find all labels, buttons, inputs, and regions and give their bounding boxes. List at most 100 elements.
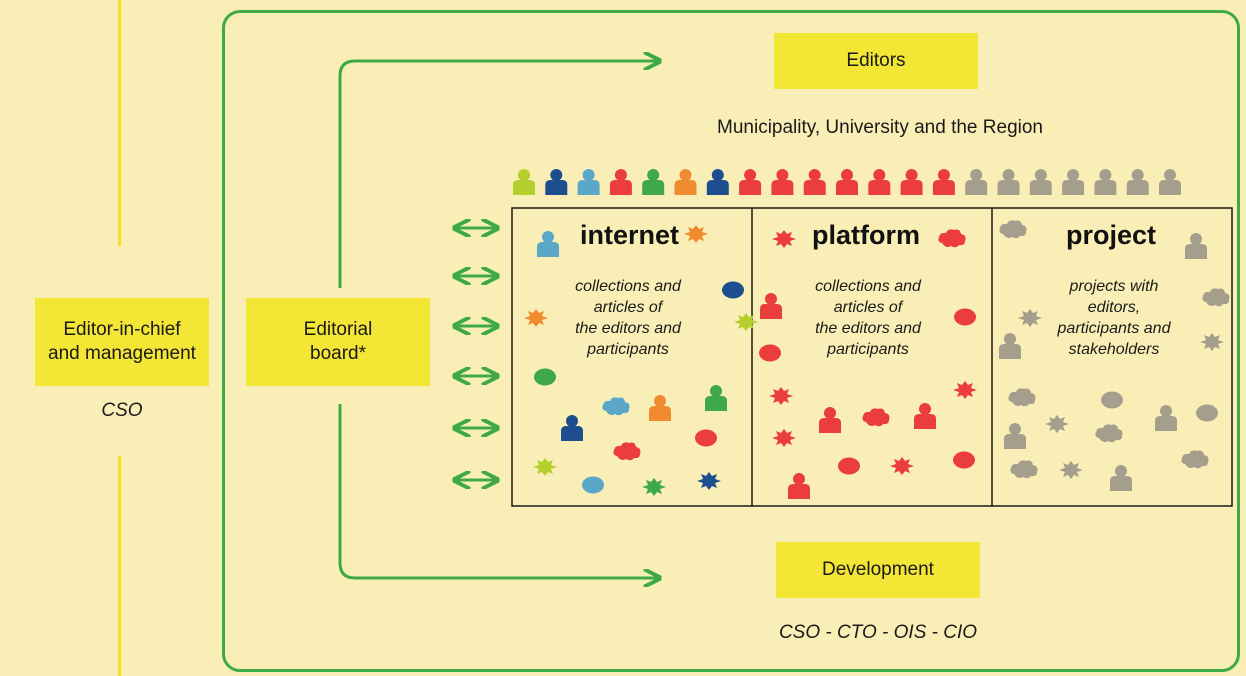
panel-title-project: project (1066, 220, 1157, 250)
editorial-board-label-line1: Editorial (303, 319, 373, 340)
hierarchy-line-top (118, 0, 121, 246)
starburst-icon (1059, 461, 1083, 479)
person-icon (1159, 169, 1181, 195)
person-icon (649, 395, 671, 421)
person-icon (577, 169, 600, 195)
starburst-icon (734, 313, 758, 331)
panel-desc-internet: collections and articles of the editors … (528, 276, 728, 360)
panel-desc-line: the editors and (575, 320, 681, 337)
starburst-icon (772, 230, 796, 248)
editors-subtitle: Municipality, University and the Region (717, 117, 1043, 138)
editor-in-chief-box: Editor-in-chief and management (35, 298, 209, 386)
person-icon (868, 169, 891, 195)
editor-in-chief-label-line1: Editor-in-chief (63, 319, 181, 340)
person-icon (1126, 169, 1149, 195)
panel-title-platform: platform (812, 220, 920, 250)
cloud-icon (1181, 450, 1209, 469)
person-icon (900, 169, 923, 195)
editorial-board-box: Editorial board* (246, 298, 430, 386)
person-icon (561, 415, 583, 441)
ellipse-icon (695, 429, 717, 447)
editor-in-chief-sub-label: CSO (101, 400, 143, 421)
ellipse-icon (534, 368, 556, 386)
cloud-icon (1008, 388, 1036, 407)
panel-desc-line: articles of (593, 299, 663, 316)
panel-icons (524, 220, 1230, 499)
person-icon (705, 385, 727, 411)
person-icon (803, 169, 826, 195)
organization-frame (222, 10, 1240, 672)
ellipse-icon (582, 476, 604, 494)
cloud-icon (602, 397, 630, 416)
starburst-icon (1045, 415, 1069, 433)
editors-box: Editors (774, 33, 978, 89)
editorial-board-label-line2: board* (310, 343, 366, 364)
editors-label: Editors (846, 50, 906, 71)
person-icon (788, 473, 810, 499)
board-to-development-arrow (338, 404, 658, 578)
development-box: Development (776, 542, 980, 598)
cloud-icon (613, 442, 641, 461)
person-icon (1029, 169, 1052, 195)
person-icon (706, 169, 729, 195)
panel-desc-line: participants and (1057, 320, 1171, 337)
starburst-icon (697, 472, 721, 490)
panel-desc-line: stakeholders (1068, 341, 1160, 358)
development-label: Development (822, 559, 934, 580)
panel-title-internet: internet (580, 220, 680, 250)
cloud-icon (1010, 460, 1038, 479)
person-icon (739, 169, 762, 195)
starburst-icon (642, 478, 666, 496)
panel-desc-line: collections and (815, 278, 921, 295)
person-icon (1185, 233, 1207, 259)
person-icon (1155, 405, 1177, 431)
board-to-editors-arrow (338, 61, 658, 288)
person-icon (545, 169, 568, 195)
panel-desc-line: articles of (833, 299, 903, 316)
cloud-icon (1095, 424, 1123, 443)
panel-desc-line: collections and (575, 278, 681, 295)
ellipse-icon (838, 457, 860, 475)
starburst-icon (772, 429, 796, 447)
panel-desc-line: the editors and (815, 320, 921, 337)
ellipse-icon (954, 308, 976, 326)
starburst-icon (953, 381, 977, 399)
panels-border (511, 207, 1233, 507)
person-icon (932, 169, 955, 195)
panel-desc-platform: collections and articles of the editors … (768, 276, 968, 360)
panel-desc-line: editors, (1087, 299, 1141, 316)
person-icon (1062, 169, 1085, 195)
starburst-icon (533, 458, 557, 476)
development-subtitle: CSO - CTO - OIS - CIO (778, 622, 978, 643)
person-icon (642, 169, 665, 195)
hierarchy-line-bottom (118, 456, 121, 676)
cloud-icon (862, 408, 890, 427)
cloud-icon (999, 220, 1027, 239)
panel-desc-project: projects with editors, participants and … (1014, 276, 1214, 360)
starburst-icon (769, 387, 793, 405)
person-icon (1094, 169, 1117, 195)
panel-desc-line: projects with (1069, 278, 1159, 295)
ellipse-icon (1196, 404, 1218, 422)
panel-desc-line: participants (587, 341, 669, 358)
person-icon (914, 403, 936, 429)
person-icon (965, 169, 988, 195)
panel-desc-line: participants (827, 341, 909, 358)
person-icon (771, 169, 794, 195)
people-row (513, 169, 1181, 195)
person-icon (609, 169, 632, 195)
ellipse-icon (759, 344, 781, 362)
person-icon (674, 169, 697, 195)
ellipse-icon (722, 281, 744, 299)
person-icon (819, 407, 841, 433)
starburst-icon (890, 457, 914, 475)
person-icon (537, 231, 559, 257)
person-icon (997, 169, 1020, 195)
editor-in-chief-label-line2: and management (48, 343, 196, 364)
person-icon (513, 169, 535, 195)
person-icon (836, 169, 858, 195)
double-arrow-group (456, 228, 496, 480)
person-icon (1004, 423, 1026, 449)
cloud-icon (938, 229, 966, 248)
